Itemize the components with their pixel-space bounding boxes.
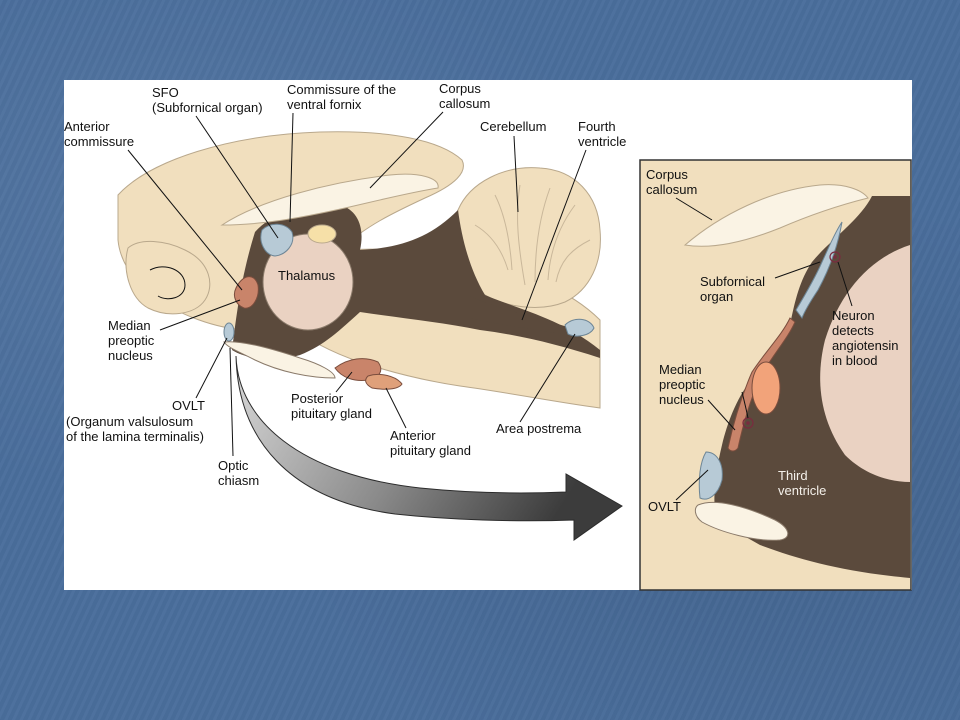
inset-corpus-callosum xyxy=(683,184,869,247)
svg-text:ventral fornix: ventral fornix xyxy=(287,97,362,112)
svg-text:callosum: callosum xyxy=(439,96,490,111)
svg-text:(Organum valsulosum: (Organum valsulosum xyxy=(66,414,193,429)
ovlt xyxy=(223,322,235,342)
label-ovlt: OVLT (Organum valsulosum of the lamina t… xyxy=(66,398,205,444)
label-commissure-ventral-fornix: Commissure of the ventral fornix xyxy=(287,82,396,112)
inset-label-subfornical-organ: Subfornical organ xyxy=(700,274,765,304)
label-area-postrema: Area postrema xyxy=(496,421,582,436)
median-preoptic-nucleus xyxy=(233,276,259,309)
zoom-arrow xyxy=(235,355,623,541)
svg-text:ventricle: ventricle xyxy=(578,134,626,149)
inset-label-corpus-callosum: Corpus callosum xyxy=(646,167,697,197)
svg-text:detects: detects xyxy=(832,323,874,338)
label-posterior-pituitary: Posterior pituitary gland xyxy=(291,391,372,421)
inset-label-neuron: Neuron detects angiotensin in blood xyxy=(832,308,899,368)
svg-text:organ: organ xyxy=(700,289,733,304)
sfo xyxy=(260,223,294,257)
svg-text:Median: Median xyxy=(659,362,702,377)
anterior-pituitary xyxy=(365,373,403,390)
svg-text:Fourth: Fourth xyxy=(578,119,616,134)
corpus-callosum xyxy=(220,173,439,226)
area-postrema xyxy=(564,318,595,337)
inset-optic-chiasm xyxy=(694,502,789,541)
inset-ovlt xyxy=(698,451,723,500)
svg-text:nucleus: nucleus xyxy=(659,392,704,407)
svg-text:OVLT: OVLT xyxy=(172,398,205,413)
svg-text:angiotensin: angiotensin xyxy=(832,338,899,353)
svg-text:Median: Median xyxy=(108,318,151,333)
svg-text:Third: Third xyxy=(778,468,808,483)
svg-text:pituitary gland: pituitary gland xyxy=(390,443,471,458)
posterior-pituitary xyxy=(334,358,382,381)
svg-text:chiasm: chiasm xyxy=(218,473,259,488)
svg-text:(Subfornical organ): (Subfornical organ) xyxy=(152,100,263,115)
svg-text:Commissure of the: Commissure of the xyxy=(287,82,396,97)
svg-text:of the lamina terminalis): of the lamina terminalis) xyxy=(66,429,204,444)
svg-text:preoptic: preoptic xyxy=(659,377,706,392)
label-cerebellum: Cerebellum xyxy=(480,119,546,134)
inset-thalamus xyxy=(820,245,910,482)
olfactory-bulb xyxy=(125,241,211,315)
svg-text:Subfornical: Subfornical xyxy=(700,274,765,289)
svg-text:Posterior: Posterior xyxy=(291,391,344,406)
svg-text:Neuron: Neuron xyxy=(832,308,875,323)
svg-text:Optic: Optic xyxy=(218,458,249,473)
inset-label-third-ventricle: Third ventricle xyxy=(778,468,826,498)
svg-text:pituitary gland: pituitary gland xyxy=(291,406,372,421)
inset-label-ovlt: OVLT xyxy=(648,499,681,514)
inset-subfornical-organ xyxy=(795,221,843,320)
label-thalamus: Thalamus xyxy=(278,268,336,283)
svg-text:SFO: SFO xyxy=(152,85,179,100)
ventral-fornix-commissure xyxy=(307,224,337,244)
svg-text:Anterior: Anterior xyxy=(390,428,436,443)
svg-text:in blood: in blood xyxy=(832,353,878,368)
svg-text:callosum: callosum xyxy=(646,182,697,197)
label-corpus-callosum: Corpus callosum xyxy=(439,81,490,111)
svg-text:Corpus: Corpus xyxy=(439,81,481,96)
label-anterior-pituitary: Anterior pituitary gland xyxy=(390,428,471,458)
inset-nucleus-oval xyxy=(751,361,781,415)
svg-text:preoptic: preoptic xyxy=(108,333,155,348)
inset-label-median-preoptic-nucleus: Median preoptic nucleus xyxy=(659,362,706,407)
cerebellum-folia xyxy=(474,184,591,286)
inset-panel: Corpus callosum Subfornical organ Neuron… xyxy=(639,159,912,591)
svg-text:Anterior: Anterior xyxy=(64,119,110,134)
optic-chiasm xyxy=(223,341,336,379)
label-anterior-commissure: Anterior commissure xyxy=(64,119,134,149)
neuron-icon xyxy=(829,251,841,263)
label-fourth-ventricle: Fourth ventricle xyxy=(578,119,626,149)
svg-text:ventricle: ventricle xyxy=(778,483,826,498)
label-median-preoptic-nucleus: Median preoptic nucleus xyxy=(108,318,155,363)
label-sfo: SFO (Subfornical organ) xyxy=(152,85,263,115)
label-optic-chiasm: Optic chiasm xyxy=(218,458,259,488)
svg-text:nucleus: nucleus xyxy=(108,348,153,363)
svg-text:Corpus: Corpus xyxy=(646,167,688,182)
svg-text:commissure: commissure xyxy=(64,134,134,149)
